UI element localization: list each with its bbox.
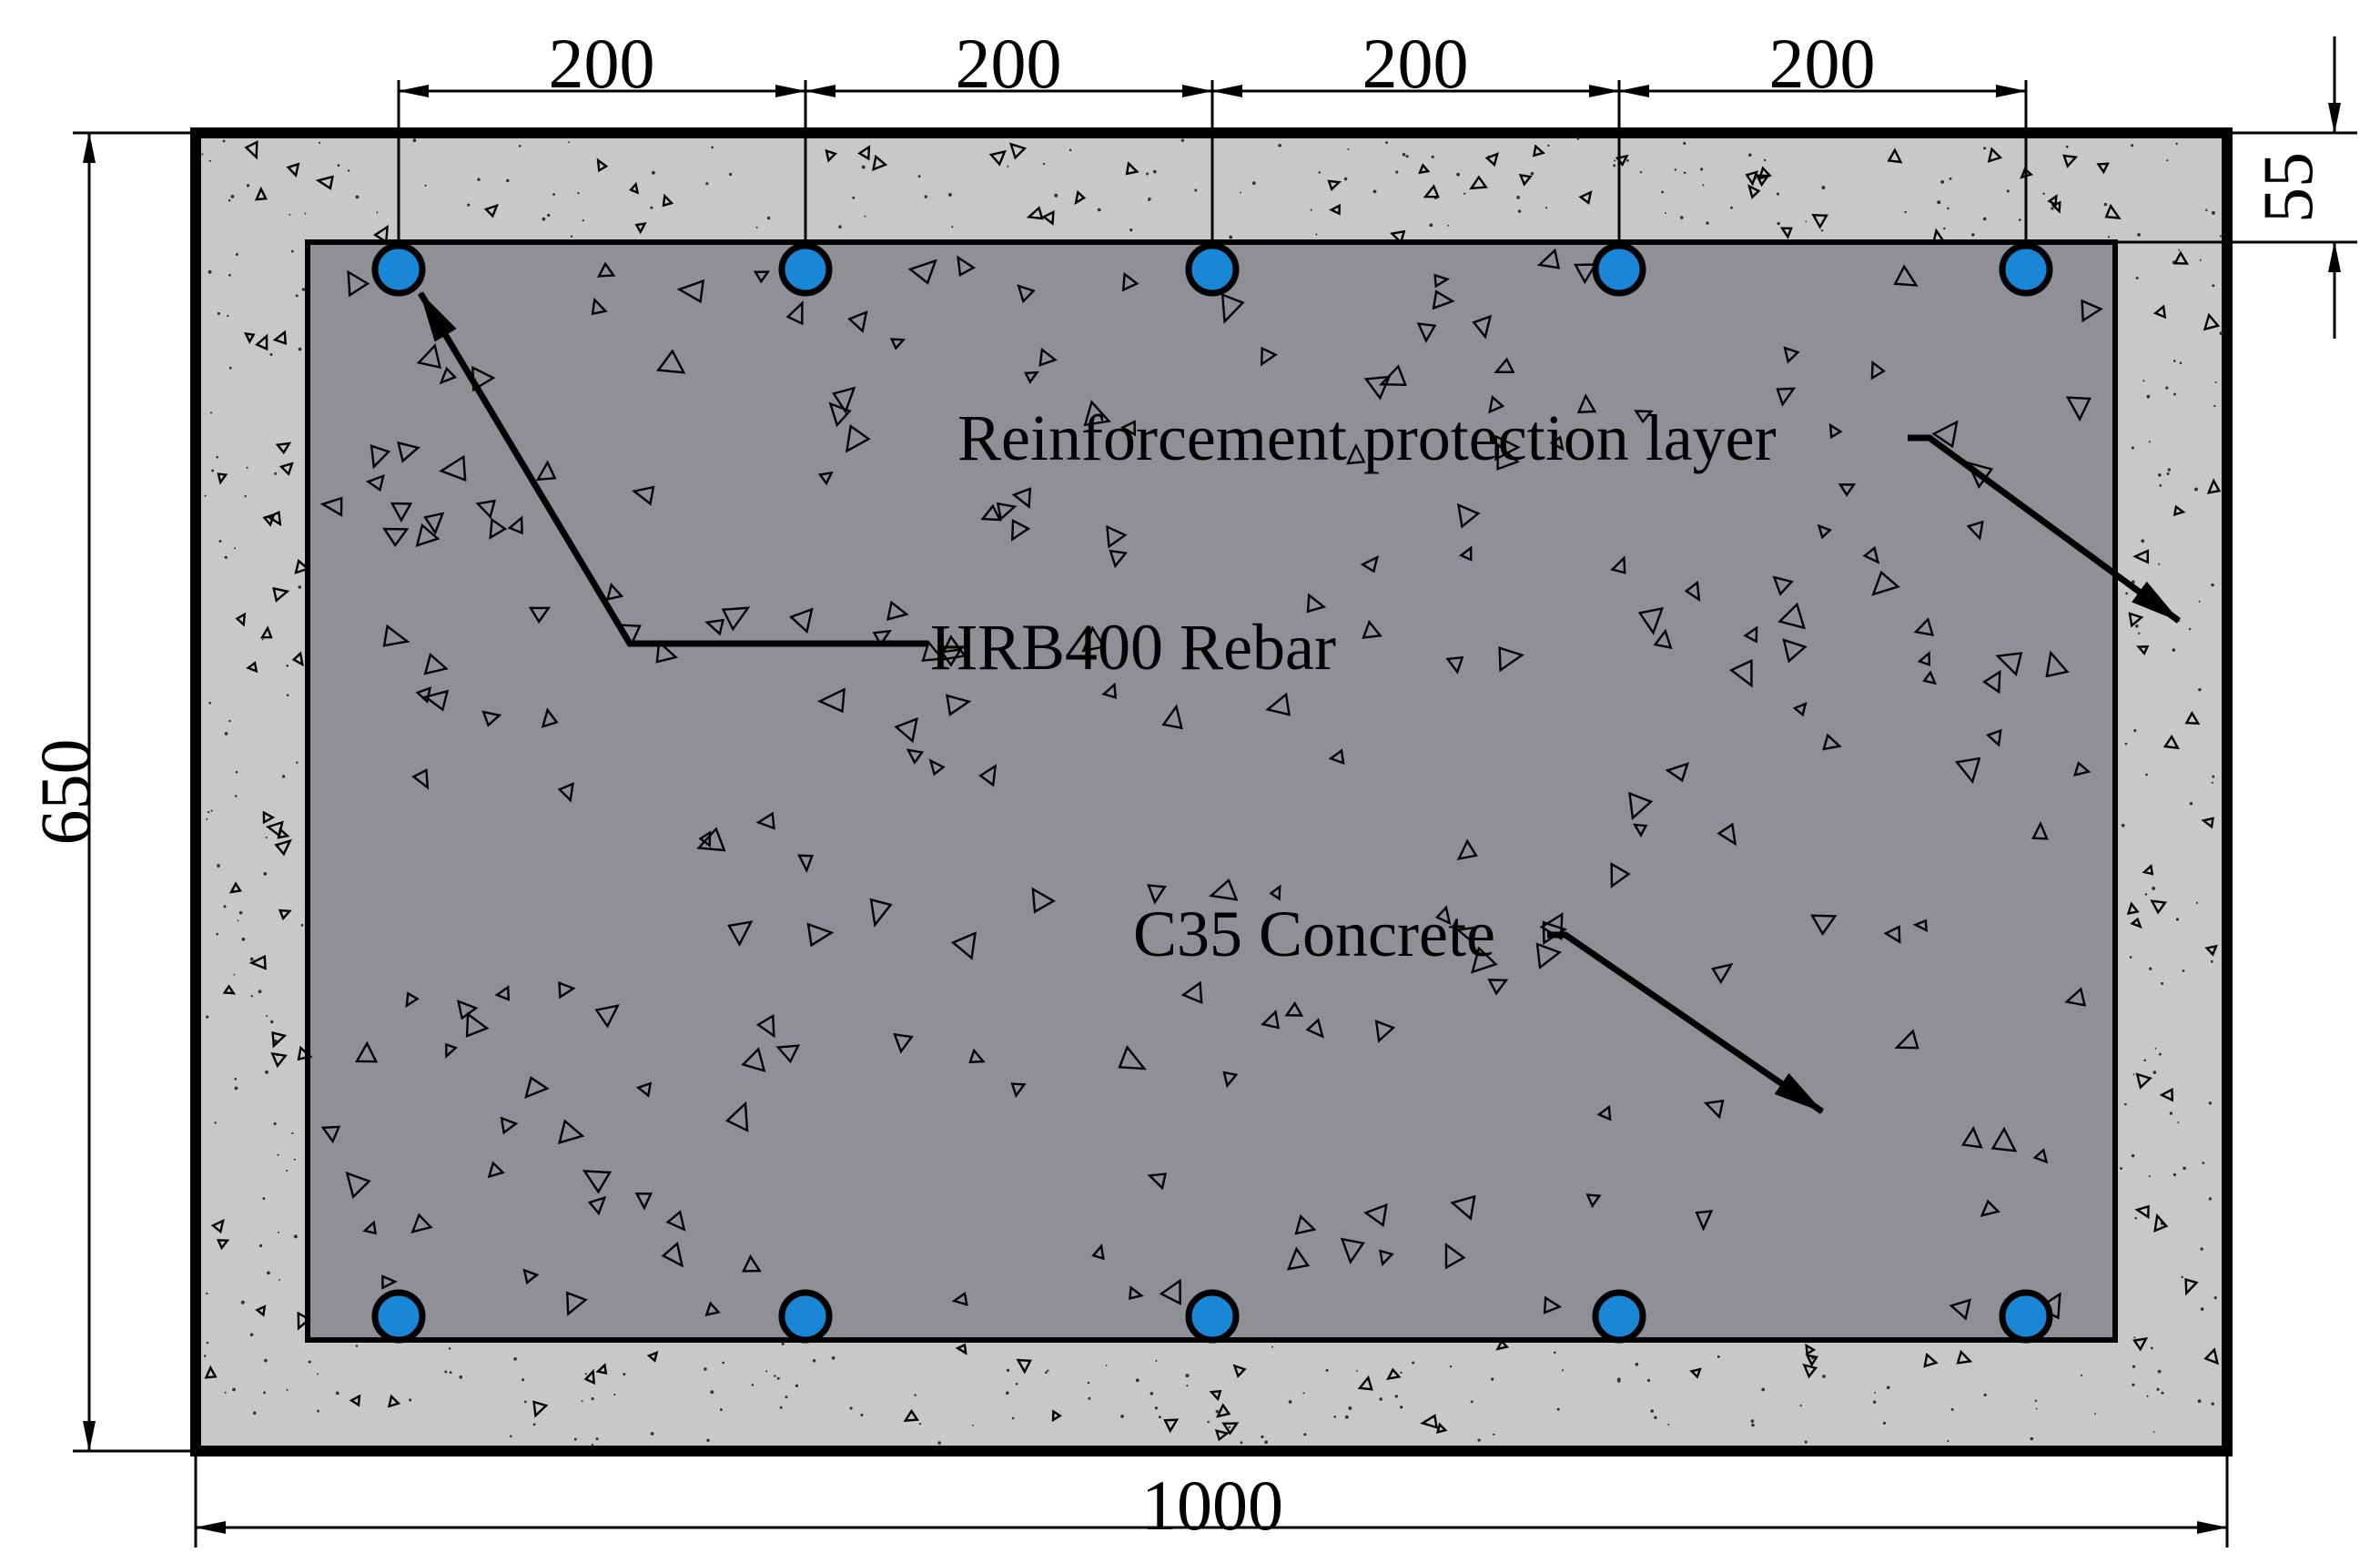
concrete-label: C35 Concrete [1133, 898, 1495, 970]
cover-aggregate [204, 140, 2222, 1442]
spacing-label-2: 200 [956, 24, 1062, 103]
rebar-bottom [1999, 1289, 2053, 1344]
rebar-top [1592, 242, 1646, 297]
spacing-label-3: 200 [1362, 24, 1469, 103]
concrete-core [305, 239, 2118, 1343]
cover-layer-label: Reinforcement protection layer [957, 401, 1777, 474]
core-aggregate [319, 248, 2103, 1321]
rebar-bottom [778, 1289, 833, 1344]
height-dimension: 650 [25, 131, 196, 1453]
rebar-top [778, 242, 833, 297]
spacing-label-4: 200 [1769, 24, 1876, 103]
spacing-extension-lines [397, 80, 2028, 269]
rebar-bottom [1185, 1289, 1240, 1344]
concrete-callout: C35 Concrete [1133, 898, 1824, 1114]
rebar-label: HRB400 Rebar [930, 611, 1336, 684]
height-label: 650 [25, 739, 105, 846]
width-label: 1000 [1141, 1466, 1283, 1545]
cover-label: 55 [2248, 152, 2327, 223]
spacing-dimension: 200 200 200 200 [398, 24, 2027, 103]
rebar-top [1999, 242, 2053, 297]
spacing-label-1: 200 [549, 24, 655, 103]
rebar-top [371, 242, 426, 297]
rebar-callout: HRB400 Rebar [417, 291, 1336, 684]
width-dimension: 1000 [194, 1451, 2229, 1548]
cover-dimension: 55 [2115, 36, 2357, 339]
cover-layer-callout: Reinforcement protection layer [957, 401, 2182, 624]
rebar-bottom [1592, 1289, 1646, 1344]
rebar-bottom [371, 1289, 426, 1344]
rebar-top [1185, 242, 1240, 297]
rebar-group [371, 242, 2053, 1344]
